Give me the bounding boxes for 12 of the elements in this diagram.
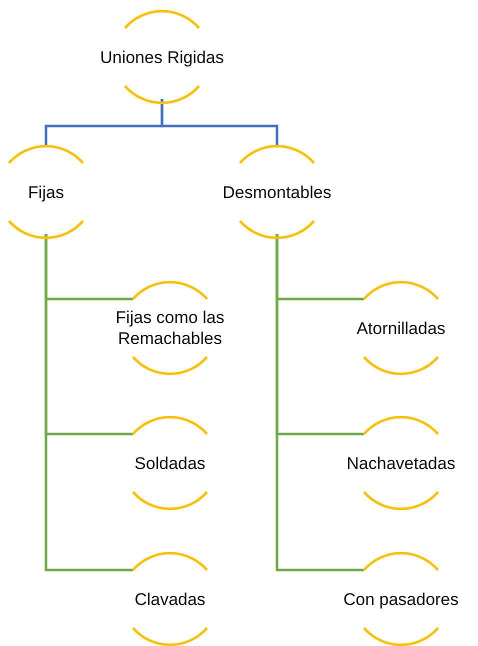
- node-label: Desmontables: [222, 182, 332, 202]
- connector-line: [276, 234, 364, 572]
- node-label: Clavadas: [134, 588, 206, 610]
- node-label: Atornilladas: [356, 318, 446, 338]
- node-label: Con pasadores: [343, 588, 459, 610]
- node-label: Uniones Rigidas: [100, 46, 224, 68]
- node-label: Nachavetadas: [346, 452, 456, 474]
- node-label: Fijas: [28, 182, 64, 202]
- node-label: Soldadas: [134, 452, 206, 474]
- connector-line: [44, 234, 133, 572]
- node-label: Fijas como las Remachables: [114, 307, 226, 349]
- connector-line: [160, 99, 278, 146]
